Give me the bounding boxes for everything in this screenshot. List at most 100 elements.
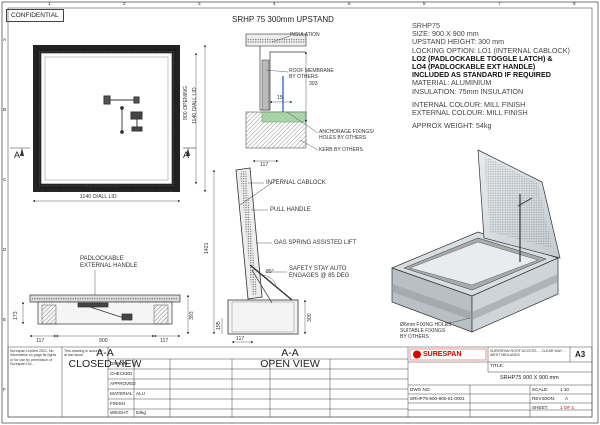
section-mark-right: A <box>183 150 190 160</box>
brand-logo-icon <box>413 350 421 359</box>
spec-size: SIZE: 900 X 900 mm <box>412 29 479 39</box>
gas-spring <box>249 264 293 301</box>
tb-row-label: APPROVED <box>110 381 136 386</box>
detail-dim-117: 117 <box>260 162 269 168</box>
col-marker: 1 <box>48 1 51 6</box>
open-view-caption: OPEN VIEW <box>260 358 320 370</box>
iso-view <box>391 149 561 333</box>
open-dim-300: 300 <box>307 313 313 322</box>
label-padlock-handle: PADLOCKABLE EXTERNAL HANDLE <box>80 256 138 269</box>
upstand-detail <box>245 33 319 163</box>
closed-view <box>21 270 190 338</box>
sheet-size: A3 <box>575 350 586 359</box>
closed-view-caption: CLOSED VIEW <box>68 358 142 370</box>
label-fixing-holes: Ø6mm FIXING HOLES SUITABLE FIXINGS BY OT… <box>400 322 452 340</box>
label-gas-spring: GAS SPRING ASSISTED LIFT <box>274 240 357 246</box>
scale-value: 1:10 <box>560 387 569 392</box>
open-dim-195: 195 <box>216 321 222 330</box>
col-marker: 4 <box>273 1 276 6</box>
closed-dim-117-left: 117 <box>36 338 45 344</box>
closed-view-caption-section: A-A <box>96 347 114 359</box>
tb-row-value: 54kg <box>136 410 146 415</box>
spec-weight: APPROX WEIGHT: 54kg <box>412 121 492 131</box>
sheet-label: SHEET: <box>532 405 549 410</box>
title-label: TITLE: <box>490 363 504 368</box>
company-address: SURESPAN ROOF ACCESS ... CLEAR WAY ... W… <box>490 349 567 358</box>
col-marker: 6 <box>423 1 426 6</box>
confidential-label: CONFIDENTIAL <box>6 9 64 22</box>
row-marker: E <box>3 317 7 322</box>
row-marker: C <box>3 177 7 182</box>
sheet-value: 1 OF 1 <box>560 405 575 410</box>
open-side-view <box>212 167 307 344</box>
open-angle: 85° <box>266 269 274 275</box>
title-block <box>7 346 593 418</box>
drawing-notes: This drawing is accurate at last issue <box>64 349 103 358</box>
copyright-note: Surespan Limited 2021. No information on… <box>10 349 57 367</box>
open-upstand <box>227 299 299 335</box>
scale-label: SCALE: <box>532 387 549 392</box>
spec-int-colour: INTERNAL COLOUR: MILL FINISH <box>412 99 526 109</box>
row-marker: B <box>3 107 7 112</box>
tb-row-label: DRAWN <box>110 361 128 366</box>
col-marker: 7 <box>498 1 501 6</box>
row-marker: F <box>3 387 6 392</box>
tb-row-value: ALU <box>136 391 145 396</box>
label-kerb: KERB BY OTHERS <box>319 147 363 153</box>
closed-hardware <box>77 302 133 321</box>
spec-locking: LOCKING OPTION: LO1 (INTERNAL CABLOCK) <box>412 45 570 55</box>
closed-dim-900: 900 <box>99 338 108 344</box>
open-view-caption-section: A-A <box>281 347 299 359</box>
spec-material: MATERIAL: ALUMINIUM <box>412 78 492 88</box>
label-insulation: INSULATION <box>290 32 320 38</box>
col-marker: 3 <box>198 1 201 6</box>
label-pull-handle: PULL HANDLE <box>270 207 311 213</box>
row-marker: A <box>3 37 7 42</box>
closed-upstand <box>37 301 173 325</box>
label-roof-membrane: ROOF MEMBRANE BY OTHERS <box>289 68 334 80</box>
col-marker: 5 <box>348 1 351 6</box>
plan-gas-strut <box>120 106 124 134</box>
detail-dim-15: 15 <box>277 95 283 101</box>
plan-view <box>10 44 207 203</box>
title-value: SRHP75 900 X 900 mm <box>500 375 559 381</box>
spec-block: SRHP75 SIZE: 900 X 900 mm UPSTAND HEIGHT… <box>412 21 570 131</box>
section-mark-left: A <box>14 150 21 160</box>
plan-handle <box>130 111 143 132</box>
spec-lo4: LO4 (PADLOCKABLE EXT HANDLE) <box>412 62 536 72</box>
detail-insulation <box>261 59 270 111</box>
spec-product: SRHP75 <box>412 21 440 30</box>
closed-dim-117-right: 117 <box>160 338 169 344</box>
tb-row-label: MATERIAL <box>110 391 133 396</box>
label-safety-stay: SAFETY STAY AUTO ENGAGES @ 85 DEG <box>289 266 350 279</box>
open-dim-117: 117 <box>236 336 245 342</box>
tb-row-label: CHECKED <box>110 371 133 376</box>
dwg-no: SRHP75-900-900-01-0001 <box>410 396 465 401</box>
dim-overall-height: 1140 O/ALL LID <box>192 87 198 124</box>
dim-opening-width: 900 OPENING <box>84 184 119 190</box>
closed-dim-173: 173 <box>13 311 19 320</box>
col-marker: 2 <box>123 1 126 6</box>
dwg-no-label: DWG NO: <box>410 387 431 392</box>
brand-name: SURESPAN <box>423 351 462 358</box>
tb-row-label: FINISH <box>110 401 126 406</box>
dim-overall-width: 1140 O/ALL LID <box>80 194 117 200</box>
spec-insulation: INSULATION: 75mm INSULATION <box>412 86 524 96</box>
spec-ext-colour: EXTERNAL COLOUR: MILL FINISH <box>412 108 528 118</box>
detail-dim-393: 393 <box>309 81 318 87</box>
spec-lo2: LO2 (PADLOCKABLE TOGGLE LATCH) & <box>412 53 553 63</box>
open-dim-1421: 1421 <box>204 242 210 254</box>
label-internal-cablock: INTERNAL CABLOCK <box>266 180 326 186</box>
closed-dim-393: 393 <box>189 311 195 320</box>
revision-value: A <box>565 396 569 401</box>
section-title: SRHP 75 300mm UPSTAND <box>232 15 334 24</box>
col-marker: 8 <box>573 1 576 6</box>
tb-row-label: WEIGHT <box>110 410 129 415</box>
dim-opening-height: 900 OPENING <box>183 85 189 120</box>
label-anchorage: ANCHORAGE FIXINGS/ HOLES BY OTHERS <box>319 129 375 141</box>
plan-cablock <box>103 95 140 105</box>
spec-included: INCLUDED AS STANDARD IF REQUIRED <box>412 70 551 80</box>
